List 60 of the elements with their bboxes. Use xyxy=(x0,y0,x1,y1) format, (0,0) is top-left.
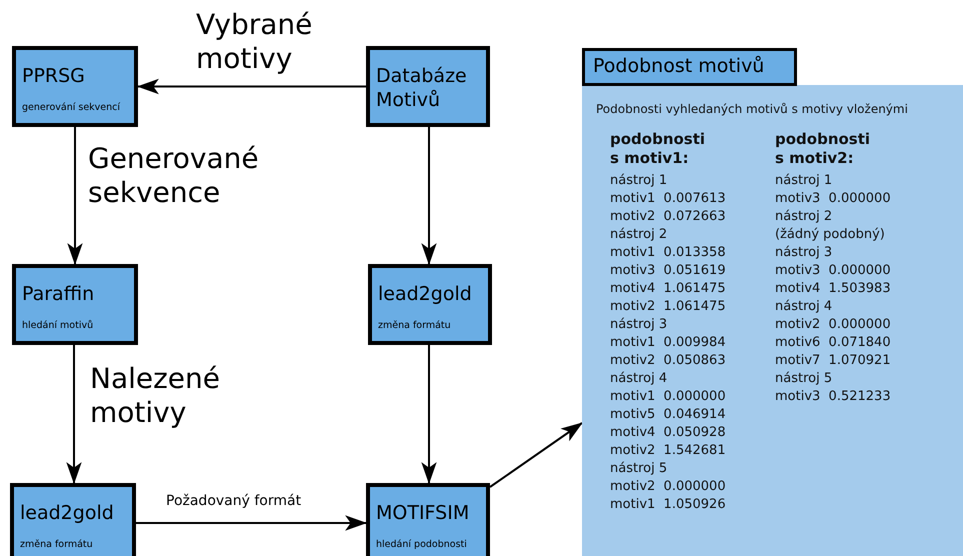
data-line: motiv2 0.000000 xyxy=(775,316,891,334)
node-title: Paraffin xyxy=(22,282,96,306)
node-title: lead2gold xyxy=(20,501,115,525)
arrow xyxy=(67,127,83,266)
node-subtitle: hledání podobnosti xyxy=(376,539,467,550)
data-line: motiv3 0.000000 xyxy=(775,262,891,280)
arrow xyxy=(136,515,368,531)
node-title: MOTIFSIM xyxy=(376,501,470,525)
data-line: motiv1 1.050926 xyxy=(610,496,726,514)
process-box xyxy=(12,264,138,345)
data-line: motiv7 1.070921 xyxy=(775,352,891,370)
data-line: motiv2 1.542681 xyxy=(610,442,726,460)
data-line: motiv2 0.000000 xyxy=(610,478,726,496)
node-title: lead2gold xyxy=(378,282,473,306)
node-title: PPRSG xyxy=(22,64,86,88)
arrow xyxy=(421,345,437,484)
data-line: nástroj 4 xyxy=(610,370,668,388)
node-subtitle: změna formátu xyxy=(20,539,93,550)
data-line: motiv4 0.050928 xyxy=(610,424,726,442)
data-line: motiv5 0.046914 xyxy=(610,406,726,424)
data-line: nástroj 2 xyxy=(610,226,668,244)
data-line: motiv6 0.071840 xyxy=(775,334,891,352)
process-box xyxy=(368,264,492,345)
data-line: motiv2 0.072663 xyxy=(610,208,726,226)
arrow xyxy=(66,345,82,484)
data-line: nástroj 1 xyxy=(775,172,832,190)
data-line: nástroj 1 xyxy=(610,172,668,190)
data-line: motiv3 0.521233 xyxy=(775,388,891,406)
data-line: motiv4 1.061475 xyxy=(610,280,726,298)
data-line: motiv1 0.007613 xyxy=(610,190,726,208)
process-box xyxy=(10,483,136,556)
data-line: motiv2 1.061475 xyxy=(610,298,726,316)
column-heading: podobnosti s motiv1: xyxy=(610,130,706,168)
data-line: nástroj 4 xyxy=(775,298,832,316)
arrow xyxy=(421,127,437,266)
panel-subtitle: Podobnosti vyhledaných motivů s motivy vloženými xyxy=(596,102,908,116)
data-line: motiv3 0.000000 xyxy=(775,190,891,208)
data-line: (žádný podobný) xyxy=(775,226,885,244)
node-title: Databáze Motivů xyxy=(376,64,468,112)
data-line: nástroj 2 xyxy=(775,208,832,226)
data-line: motiv1 0.009984 xyxy=(610,334,726,352)
arrow xyxy=(136,78,366,94)
database-box xyxy=(366,46,490,127)
data-line: nástroj 5 xyxy=(775,370,832,388)
data-line: motiv1 0.000000 xyxy=(610,388,726,406)
data-line: nástroj 3 xyxy=(775,244,832,262)
data-line: motiv1 0.013358 xyxy=(610,244,726,262)
data-line: motiv3 0.051619 xyxy=(610,262,726,280)
panel-heading: Podobnost motivů xyxy=(582,48,797,86)
node-subtitle: generování sekvencí xyxy=(22,102,120,113)
node-subtitle: hledání motivů xyxy=(22,320,94,331)
node-subtitle: změna formátu xyxy=(378,320,451,331)
data-line: motiv2 0.050863 xyxy=(610,352,726,370)
process-box xyxy=(12,46,138,127)
column-heading: podobnosti s motiv2: xyxy=(775,130,872,168)
process-box xyxy=(366,483,490,556)
data-line: motiv4 1.503983 xyxy=(775,280,891,298)
arrow xyxy=(489,422,583,488)
data-line: nástroj 3 xyxy=(610,316,668,334)
data-line: nástroj 5 xyxy=(610,460,668,478)
